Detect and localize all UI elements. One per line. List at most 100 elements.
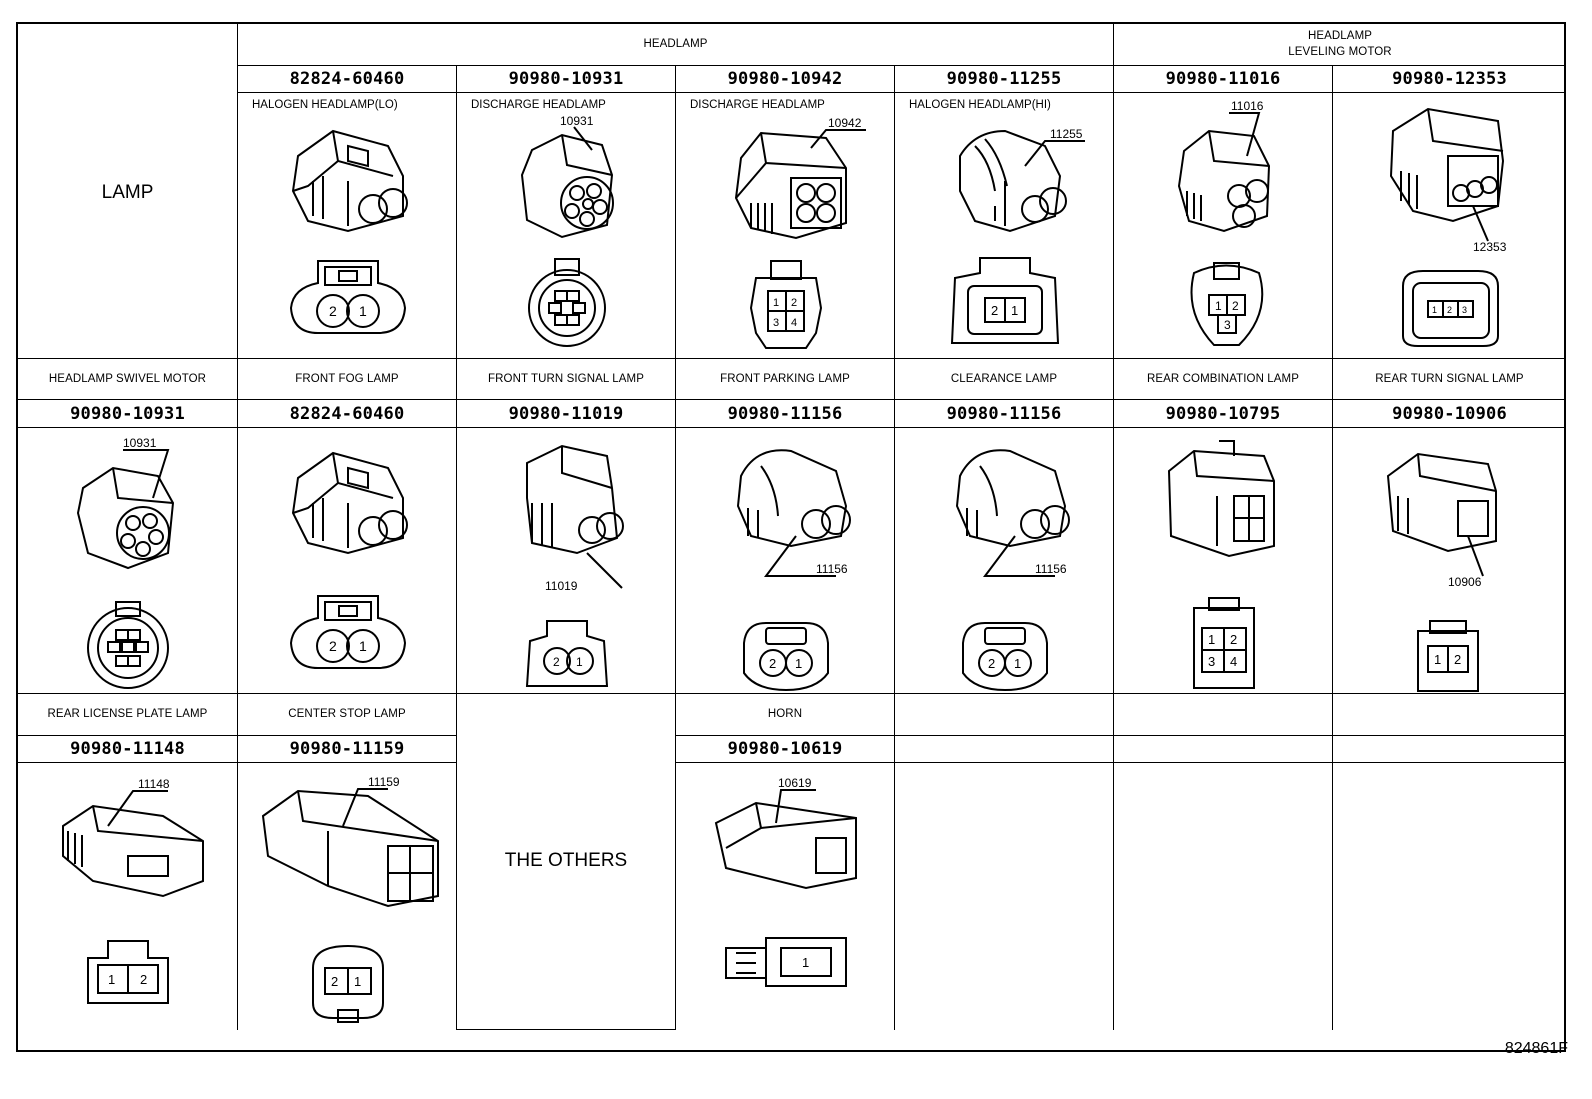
connector-face-drawing: 2 1	[303, 938, 393, 1028]
connector-3d-drawing: 10906	[1378, 436, 1518, 589]
connector-face-drawing: 1	[721, 933, 856, 993]
drawing-cell-r2c3: 11156 2 1	[676, 428, 895, 694]
connector-3d-drawing: 11156	[716, 436, 866, 586]
part-cell-r1c2: 90980-10931	[457, 66, 676, 93]
ref-number: 11019	[545, 579, 578, 593]
empty-part-cell	[1333, 736, 1566, 763]
connector-3d-drawing: 10931	[502, 114, 632, 245]
drawing-cell-r2c5: 1 2 3 4	[1114, 428, 1333, 694]
pin-label: 1	[1432, 305, 1437, 315]
pin-label: 1	[108, 972, 115, 987]
header-headlamp: HEADLAMP	[238, 24, 1114, 66]
empty-part-cell	[1114, 736, 1333, 763]
pin-label: 2	[329, 638, 337, 654]
variant-label: HALOGEN HEADLAMP(HI)	[909, 99, 1051, 111]
drawing-cell-r3c3: 10619 1	[676, 763, 895, 1030]
connector-face-drawing: 1 2	[78, 933, 178, 1008]
connector-face-drawing: 1 2 3	[1393, 261, 1508, 351]
pin-label: 2	[769, 656, 776, 671]
connector-face-drawing: 1 2	[1408, 616, 1488, 696]
empty-drawing-cell	[1333, 763, 1566, 1030]
part-number: 90980-10931	[508, 69, 624, 89]
drawing-cell-r3c0: 11148 1 2	[18, 763, 238, 1030]
drawing-cell-r1c4: HALOGEN HEADLAMP(HI) 11255 2 1	[895, 93, 1114, 359]
pin-label: 2	[991, 303, 998, 318]
connector-3d-drawing: 10942	[716, 116, 866, 248]
part-number: 82824-60460	[289, 404, 405, 424]
pin-label: 1	[1215, 299, 1222, 313]
lamp-type-label: REAR TURN SIGNAL LAMP	[1375, 373, 1524, 385]
connector-face-drawing: 2 1	[940, 248, 1070, 353]
part-cell-r1c6: 90980-12353	[1333, 66, 1566, 93]
pin-label: 2	[791, 297, 797, 309]
part-number: 90980-11016	[1165, 69, 1281, 89]
ref-number: 10619	[778, 776, 812, 790]
pin-label: 2	[553, 655, 560, 669]
connector-face-drawing: 2 1	[283, 588, 413, 688]
pin-label: 2	[331, 974, 338, 989]
header-leveling-motor: HEADLAMP LEVELING MOTOR	[1114, 24, 1566, 66]
ref-number: 11148	[138, 777, 170, 791]
lamp-type-label: FRONT FOG LAMP	[295, 373, 399, 385]
pin-label: 1	[359, 303, 367, 319]
drawing-cell-r1c2: DISCHARGE HEADLAMP 10931	[457, 93, 676, 359]
figure-id: 824861F	[1504, 1040, 1568, 1057]
part-cell-r3c0: 90980-11148	[18, 736, 238, 763]
connector-3d-drawing	[278, 121, 418, 246]
ref-number: 10906	[1448, 575, 1482, 589]
part-number: 90980-10619	[727, 739, 843, 759]
pin-label: 2	[1447, 305, 1452, 315]
part-cell-r3c3: 90980-10619	[676, 736, 895, 763]
connector-face-drawing: 1 2 3	[1179, 253, 1274, 353]
pin-label: 1	[773, 297, 779, 309]
label-cell-r2c1: FRONT FOG LAMP	[238, 359, 457, 400]
pin-label: 1	[354, 974, 361, 989]
drawing-cell-r3c1: 11159 2 1	[238, 763, 457, 1030]
leveling-label-line1: HEADLAMP	[1307, 30, 1373, 42]
connector-face-drawing: 2 1	[736, 608, 836, 693]
part-cell-r2c4: 90980-11156	[895, 400, 1114, 428]
label-cell-r2c4: CLEARANCE LAMP	[895, 359, 1114, 400]
pin-label: 2	[1454, 652, 1461, 667]
ref-number: 10942	[828, 116, 862, 130]
connector-3d-drawing: 11016	[1159, 99, 1289, 241]
pin-label: 1	[1208, 632, 1215, 647]
connector-3d-drawing: 10931	[68, 436, 198, 578]
part-cell-r3c1: 90980-11159	[238, 736, 457, 763]
pin-label: 3	[1208, 654, 1215, 669]
part-number: 90980-11019	[508, 404, 624, 424]
part-cell-r1c4: 90980-11255	[895, 66, 1114, 93]
part-cell-r2c1: 82824-60460	[238, 400, 457, 428]
part-number: 90980-11159	[289, 739, 405, 759]
variant-label: DISCHARGE HEADLAMP	[690, 99, 825, 111]
empty-label-cell	[1333, 694, 1566, 736]
pin-label: 1	[1014, 656, 1021, 671]
drawing-cell-r1c3: DISCHARGE HEADLAMP 10942 1 2	[676, 93, 895, 359]
the-others-label: THE OTHERS	[504, 850, 628, 871]
header-lamp: LAMP	[18, 24, 238, 359]
drawing-cell-r2c1: 2 1	[238, 428, 457, 694]
part-cell-r2c3: 90980-11156	[676, 400, 895, 428]
label-cell-r2c2: FRONT TURN SIGNAL LAMP	[457, 359, 676, 400]
pin-label: 3	[1224, 318, 1231, 332]
empty-part-cell	[895, 736, 1114, 763]
part-number: 90980-11255	[946, 69, 1062, 89]
drawing-cell-r1c1: HALOGEN HEADLAMP(LO) 2 1	[238, 93, 457, 359]
lamp-type-label: REAR LICENSE PLATE LAMP	[47, 708, 208, 720]
pin-label: 1	[1011, 303, 1018, 318]
label-cell-r2c5: REAR COMBINATION LAMP	[1114, 359, 1333, 400]
connector-3d-drawing	[1159, 436, 1289, 561]
label-cell-r3c0: REAR LICENSE PLATE LAMP	[18, 694, 238, 736]
lamp-type-label: REAR COMBINATION LAMP	[1146, 373, 1300, 385]
variant-label: HALOGEN HEADLAMP(LO)	[252, 99, 398, 111]
part-number: 90980-11156	[946, 404, 1062, 424]
label-cell-r2c3: FRONT PARKING LAMP	[676, 359, 895, 400]
pin-label: 2	[329, 303, 337, 319]
connector-3d-drawing: 11159	[258, 775, 443, 911]
others-cell: THE OTHERS	[457, 694, 676, 1030]
label-cell-r3c1: CENTER STOP LAMP	[238, 694, 457, 736]
lamp-type-label: HEADLAMP SWIVEL MOTOR	[48, 373, 207, 385]
ref-number: 10931	[560, 114, 594, 128]
lamp-type-label: FRONT PARKING LAMP	[720, 373, 850, 385]
part-cell-r1c1: 82824-60460	[238, 66, 457, 93]
